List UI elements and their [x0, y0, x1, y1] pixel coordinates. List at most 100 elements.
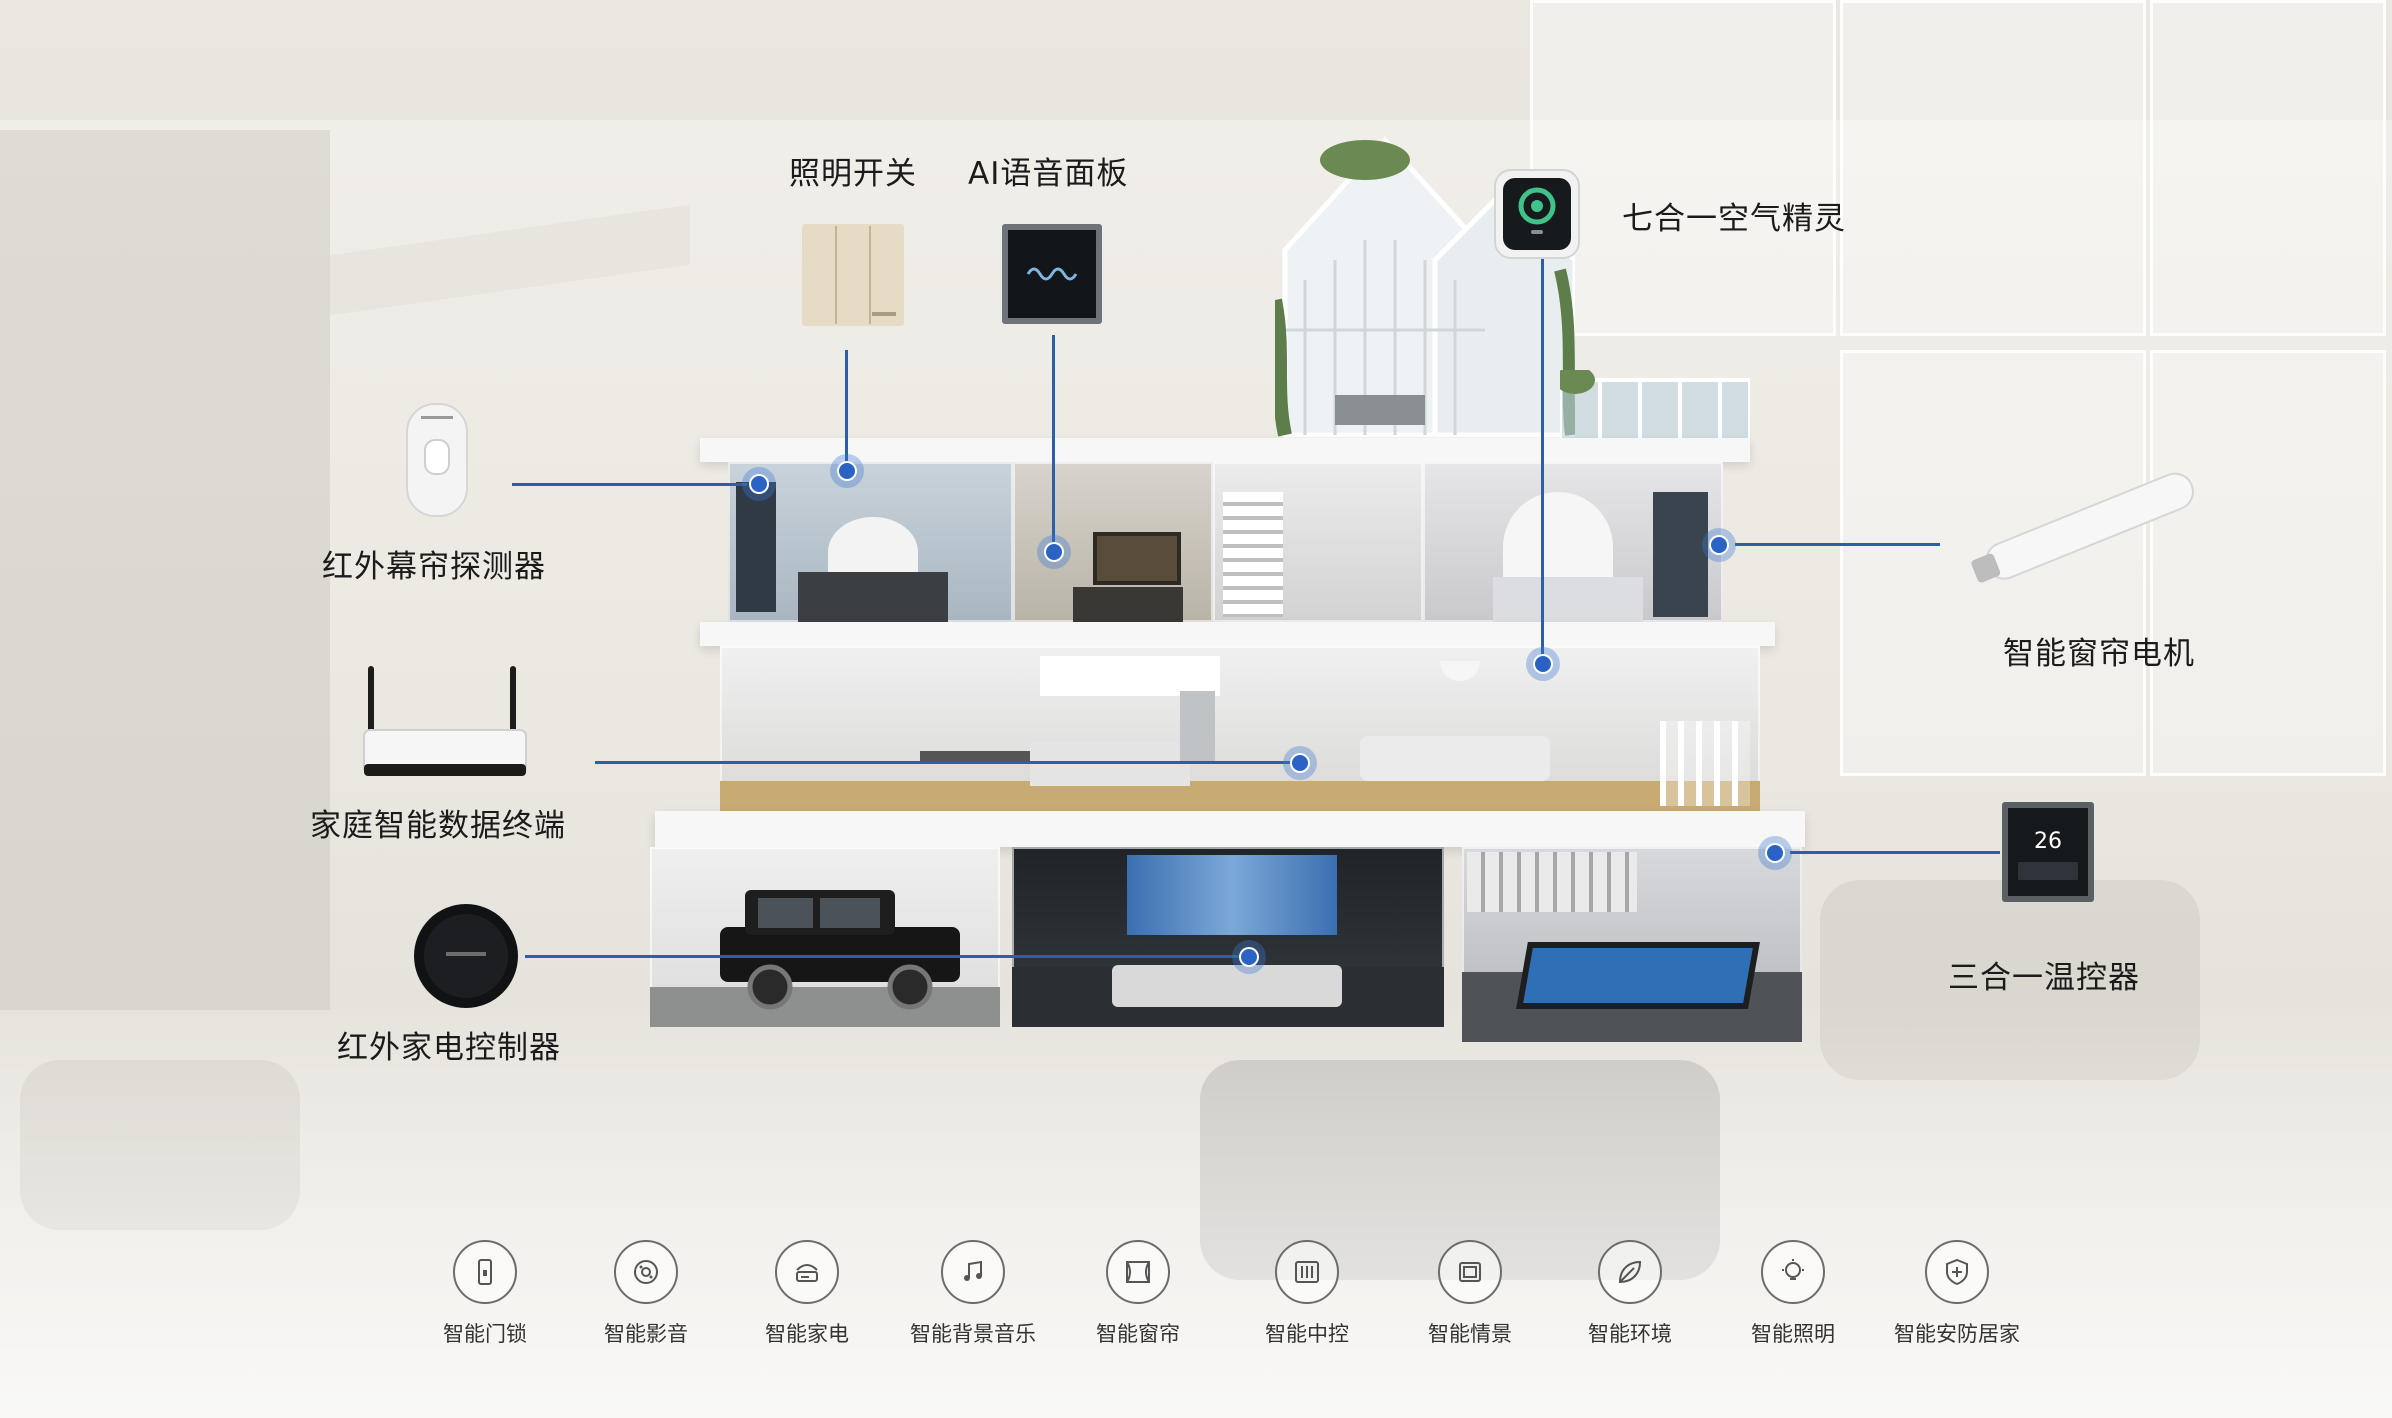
roof-greenhouse: [1275, 136, 1575, 438]
feature-label: 智能影音: [604, 1322, 688, 1346]
ir-controller-device: [414, 904, 518, 1008]
feature-label: 智能背景音乐: [910, 1322, 1036, 1346]
study-artwork: [1093, 532, 1181, 585]
roof-slab: [700, 438, 1750, 462]
dot-home-data-terminal: [1283, 746, 1317, 780]
label-thermostat: 三合一温控器: [1948, 960, 2140, 996]
label-ai-voice-panel: AI语音面板: [968, 156, 1129, 192]
line-ai-voice-panel: [1052, 335, 1055, 545]
shield-icon: [1946, 1258, 1968, 1286]
feature-av[interactable]: 智能影音: [571, 1240, 721, 1348]
suv-car: [720, 890, 960, 1010]
dot-ir-curtain-detector: [742, 467, 776, 501]
background-window: [1530, 0, 1836, 336]
billiards-table: [1516, 942, 1760, 1009]
line-ir-curtain-detector: [512, 483, 747, 486]
feature-background-music[interactable]: 智能背景音乐: [898, 1240, 1048, 1348]
upstairs-study: [1013, 462, 1213, 622]
suite-window: [1653, 492, 1708, 617]
feature-label: 智能安防居家: [1894, 1322, 2020, 1346]
background-floor: [0, 1000, 2392, 1418]
dot-curtain-motor: [1702, 528, 1736, 562]
label-curtain-motor: 智能窗帘电机: [2003, 636, 2195, 672]
upstairs-bedroom: [728, 462, 1013, 622]
feature-label: 智能情景: [1428, 1322, 1512, 1346]
line-air-sensor: [1541, 258, 1544, 658]
control-panel-icon: [1295, 1261, 1319, 1283]
background-window: [1840, 0, 2146, 336]
scene-icon: [1459, 1262, 1481, 1282]
background-ceiling: [0, 0, 2392, 120]
ir-curtain-detector-device: [406, 403, 468, 517]
background-wall: [0, 130, 330, 1010]
stair-steps: [1223, 492, 1283, 617]
upstairs-master-suite: [1423, 462, 1723, 622]
air-sensor-device: [1494, 169, 1580, 259]
label-home-data-terminal: 家庭智能数据终端: [310, 808, 566, 844]
label-air-sensor: 七合一空气精灵: [1622, 201, 1846, 237]
line-curtain-motor: [1735, 543, 1940, 546]
garage: [650, 847, 1000, 1027]
dot-ai-voice-panel: [1037, 535, 1071, 569]
ground-slab: [655, 811, 1805, 847]
living-chandelier: [1440, 661, 1480, 681]
feature-environment[interactable]: 智能环境: [1555, 1240, 1705, 1348]
billiards-room: [1462, 847, 1802, 1042]
home-theater: [1012, 847, 1444, 1027]
line-lighting-switch: [845, 350, 848, 470]
dot-ir-controller: [1232, 940, 1266, 974]
feature-label: 智能环境: [1588, 1322, 1672, 1346]
line-home-data-terminal: [595, 761, 1295, 764]
line-ir-controller: [525, 955, 1245, 958]
curtain-icon: [1126, 1261, 1150, 1283]
feature-label: 智能中控: [1265, 1322, 1349, 1346]
garage-floor: [650, 987, 1000, 1027]
middle-slab: [700, 622, 1775, 646]
feature-label: 智能照明: [1751, 1322, 1835, 1346]
kitchen-cabinets: [1040, 656, 1220, 696]
theater-sofa: [1112, 965, 1342, 1007]
upstairs-stairwell: [1213, 462, 1423, 622]
dot-thermostat: [1758, 836, 1792, 870]
suite-bed: [1493, 577, 1643, 622]
ai-voice-panel-device: [1002, 224, 1102, 324]
feature-lighting[interactable]: 智能照明: [1718, 1240, 1868, 1348]
door-lock-icon: [478, 1259, 492, 1285]
living-dining-area: [720, 646, 1760, 811]
dining-table: [920, 751, 1030, 763]
feature-central-control[interactable]: 智能中控: [1232, 1240, 1382, 1348]
lighting-switch-device: [802, 224, 904, 326]
study-desk: [1073, 587, 1183, 622]
bedroom-window: [736, 482, 776, 612]
feature-security[interactable]: 智能安防居家: [1882, 1240, 2032, 1348]
feature-label: 智能门锁: [443, 1322, 527, 1346]
background-window: [2150, 350, 2386, 776]
label-ir-curtain-detector: 红外幕帘探测器: [322, 549, 546, 585]
wooden-floor: [720, 781, 1760, 811]
curtain-motor-device: [1971, 472, 2194, 583]
leaf-icon: [1618, 1260, 1642, 1284]
wine-cabinet: [1467, 852, 1637, 912]
refrigerator: [1180, 691, 1215, 761]
line-thermostat: [1790, 851, 2000, 854]
feature-scene[interactable]: 智能情景: [1395, 1240, 1545, 1348]
background-window: [2150, 0, 2386, 336]
feature-label: 智能家电: [765, 1322, 849, 1346]
feature-appliance[interactable]: 智能家电: [732, 1240, 882, 1348]
home-data-terminal-device: [363, 666, 527, 776]
appliance-icon: [796, 1264, 818, 1282]
living-sofa: [1360, 736, 1550, 781]
speaker-icon: [634, 1260, 658, 1284]
thermostat-device: 26: [2002, 802, 2094, 902]
theater-screen: [1127, 855, 1337, 935]
label-lighting-switch: 照明开关: [789, 156, 917, 192]
label-ir-controller: 红外家电控制器: [337, 1030, 561, 1066]
feature-door-lock[interactable]: 智能门锁: [410, 1240, 560, 1348]
dot-air-sensor: [1526, 647, 1560, 681]
music-note-icon: [964, 1260, 982, 1281]
feature-curtain[interactable]: 智能窗帘: [1063, 1240, 1213, 1348]
bedroom-bed: [798, 572, 948, 622]
bulb-icon: [1782, 1259, 1804, 1280]
